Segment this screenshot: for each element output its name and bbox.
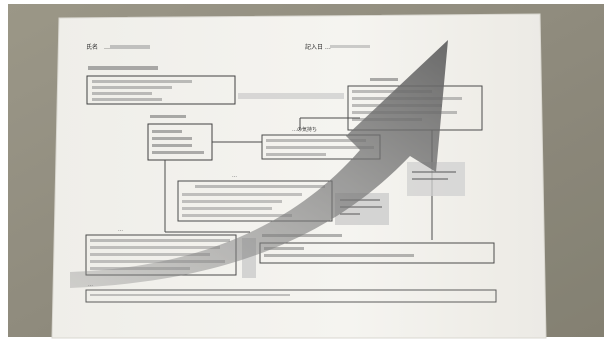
connector-bar (238, 93, 344, 99)
line (352, 90, 432, 93)
growth-arrow (70, 40, 448, 288)
line (264, 254, 414, 257)
header-date-blur (330, 45, 370, 48)
section-c-title: … (118, 227, 123, 233)
line (266, 139, 366, 142)
line (90, 260, 225, 263)
line (340, 213, 360, 215)
line (92, 98, 162, 101)
line (152, 137, 192, 140)
line (412, 171, 456, 173)
line (90, 253, 210, 256)
box-bottom-border (85, 289, 497, 303)
line (182, 200, 282, 203)
line (264, 247, 304, 250)
section-b-title: … (232, 173, 237, 179)
box-top-left (86, 66, 236, 105)
document-header: 氏名 … 記入日 … (86, 43, 370, 51)
line (152, 151, 204, 154)
line (92, 80, 192, 83)
box-top-left-title (88, 66, 158, 70)
header-left-text: 氏名 … (86, 43, 110, 51)
line (182, 207, 272, 210)
header-right-text: 記入日 … (305, 43, 331, 51)
line (90, 246, 220, 249)
line (266, 146, 374, 149)
line (266, 153, 326, 156)
line (182, 214, 292, 217)
section-a-title: …の気持ち (292, 126, 317, 133)
line (152, 144, 192, 147)
line (182, 193, 302, 196)
line (340, 206, 382, 208)
line (412, 178, 448, 180)
line (90, 294, 290, 296)
header-name-blur (110, 45, 150, 49)
box-top-left-border (86, 75, 236, 105)
box-mid-left-title (150, 115, 186, 118)
line (152, 130, 182, 133)
line (92, 92, 152, 95)
box-top-right-title (370, 78, 398, 81)
line (195, 185, 325, 188)
line (92, 86, 172, 89)
line (90, 239, 230, 242)
